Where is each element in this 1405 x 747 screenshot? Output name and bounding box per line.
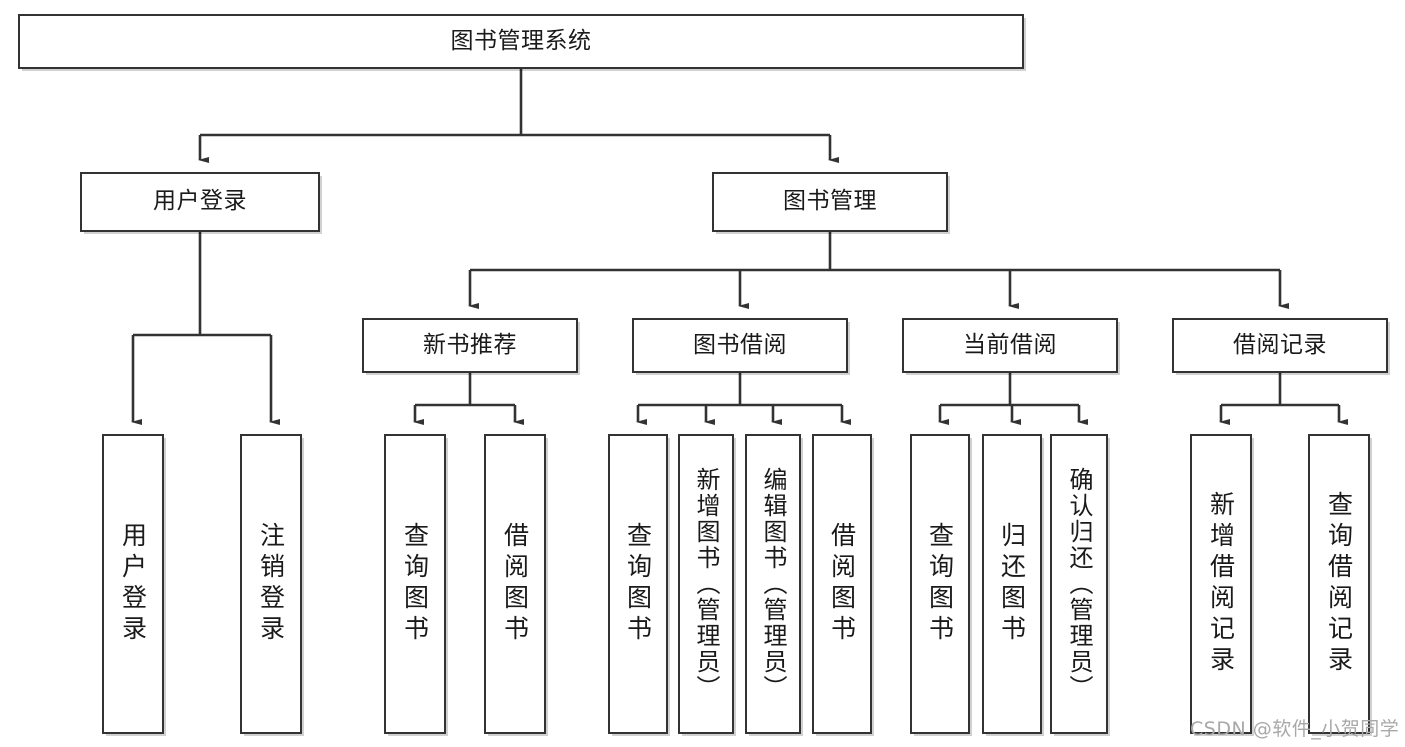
leaf-user-login-label: 用户登录 [118,522,148,646]
node-root-label: 图书管理系统 [450,27,592,54]
leaf-return-book[interactable]: 归还图书 [982,434,1042,734]
node-new-book-rec-label: 新书推荐 [423,331,517,358]
node-user-login[interactable]: 用户登录 [80,172,320,232]
node-book-borrow-label: 图书借阅 [693,331,787,358]
csdn-watermark: CSDN @软件_小贺同学 [1190,718,1400,740]
leaf-add-record[interactable]: 新增借阅记录 [1190,434,1252,734]
leaf-edit-book[interactable]: 编辑图书（管理员） [745,434,801,734]
node-book-manage[interactable]: 图书管理 [712,172,948,232]
leaf-query-book-3[interactable]: 查询图书 [910,434,970,734]
leaf-logout[interactable]: 注销登录 [240,434,302,734]
leaf-borrow-book-1[interactable]: 借阅图书 [484,434,546,734]
node-borrow-record-label: 借阅记录 [1233,331,1327,358]
leaf-borrow-book-2-label: 借阅图书 [827,522,857,646]
leaf-query-book-2[interactable]: 查询图书 [608,434,668,734]
leaf-confirm-return-label: 确认归还（管理员） [1065,467,1093,701]
leaf-query-record[interactable]: 查询借阅记录 [1308,434,1370,734]
node-book-borrow[interactable]: 图书借阅 [632,318,848,373]
leaf-borrow-book-1-label: 借阅图书 [500,522,530,646]
node-root[interactable]: 图书管理系统 [18,14,1024,69]
leaf-query-book-2-label: 查询图书 [623,522,653,646]
leaf-query-book-3-label: 查询图书 [925,522,955,646]
node-user-login-label: 用户登录 [153,188,247,215]
leaf-add-book-label: 新增图书（管理员） [692,467,720,701]
leaf-edit-book-label: 编辑图书（管理员） [759,467,787,701]
node-current-borrow-label: 当前借阅 [963,331,1057,358]
leaf-user-login[interactable]: 用户登录 [102,434,164,734]
leaf-add-book[interactable]: 新增图书（管理员） [678,434,734,734]
node-current-borrow[interactable]: 当前借阅 [902,318,1118,373]
leaf-borrow-book-2[interactable]: 借阅图书 [812,434,872,734]
leaf-return-book-label: 归还图书 [997,522,1027,646]
leaf-query-record-label: 查询借阅记录 [1324,491,1354,677]
node-book-manage-label: 图书管理 [783,188,877,215]
node-new-book-rec[interactable]: 新书推荐 [362,318,578,373]
leaf-add-record-label: 新增借阅记录 [1206,491,1236,677]
node-borrow-record[interactable]: 借阅记录 [1172,318,1388,373]
leaf-logout-label: 注销登录 [256,522,286,646]
leaf-confirm-return[interactable]: 确认归还（管理员） [1050,434,1108,734]
leaf-query-book-1-label: 查询图书 [400,522,430,646]
leaf-query-book-1[interactable]: 查询图书 [384,434,446,734]
